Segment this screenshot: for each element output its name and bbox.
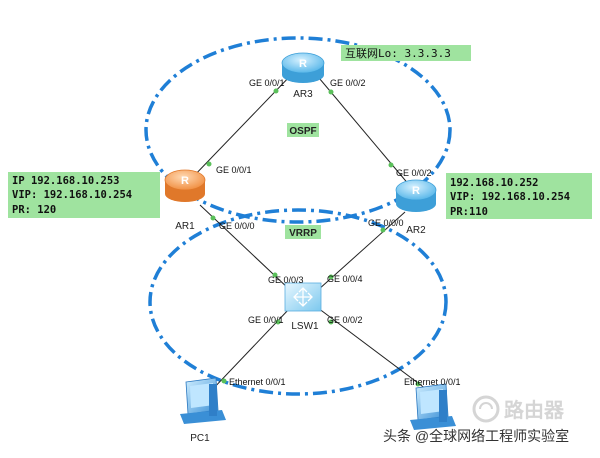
lsw1-label: LSW1 [291, 321, 319, 332]
ar3-router-icon[interactable]: R [281, 52, 325, 83]
pc2-computer-icon[interactable] [410, 383, 456, 430]
link-lsw1-pc2 [317, 307, 431, 393]
watermark-credit: 头条 @全球网络工程师实验室 [383, 428, 569, 444]
port-label-ar3-g1: GE 0/0/1 [249, 78, 285, 88]
port-label-ar3-g2: GE 0/0/2 [330, 78, 366, 88]
port-dot [380, 227, 386, 233]
ar2-info-box: 192.168.10.252 VIP: 192.168.10.254 PR:11… [446, 173, 592, 219]
port-label-lsw-g4: GE 0/0/4 [327, 274, 363, 284]
port-label-ar2-g2: GE 0/0/2 [396, 168, 432, 178]
svg-text:互联网Lo: 3.3.3.3: 互联网Lo: 3.3.3.3 [345, 47, 451, 60]
port-dot [328, 89, 334, 95]
port-dot [273, 88, 279, 94]
ospf-area-label: OSPF [287, 123, 319, 137]
ar2-router-icon[interactable]: R [395, 179, 437, 212]
ar2-vip-text: VIP: 192.168.10.254 [450, 191, 570, 203]
port-label-lsw-g3: GE 0/0/3 [268, 275, 304, 285]
svg-text:OSPF: OSPF [289, 126, 316, 137]
ar1-label: AR1 [175, 221, 195, 232]
vrrp-area-label: VRRP [285, 225, 321, 239]
port-dot [275, 319, 281, 325]
port-dot [272, 272, 278, 278]
port-label-lsw-g2: GE 0/0/2 [327, 315, 363, 325]
ar3-label: AR3 [293, 89, 313, 100]
ar1-ip-text: IP 192.168.10.253 [12, 175, 119, 187]
ar1-info-box: IP 192.168.10.253 VIP: 192.168.10.254 PR… [8, 172, 160, 218]
vrrp-area-ellipse [148, 208, 448, 396]
pc1-label: PC1 [190, 433, 210, 444]
internet-loopback-label: 互联网Lo: 3.3.3.3 [341, 45, 471, 61]
pc1-computer-icon[interactable] [180, 377, 226, 424]
port-label-lsw-g1: GE 0/0/1 [248, 315, 284, 325]
ar1-vip-text: VIP: 192.168.10.254 [12, 189, 132, 201]
watermark-logo: 路由器 [472, 395, 565, 423]
lsw1-switch-icon[interactable] [284, 282, 322, 312]
port-label-ar2-g0: GE 0/0/0 [368, 218, 404, 228]
port-dot [328, 319, 334, 325]
port-label-pc2-eth: Ethernet 0/0/1 [404, 377, 461, 387]
port-dot [388, 162, 394, 168]
port-label-ar1-g0: GE 0/0/0 [219, 221, 255, 231]
port-label-ar1-g1: GE 0/0/1 [216, 165, 252, 175]
port-dot [210, 215, 216, 221]
svg-text:R: R [299, 58, 307, 70]
ar2-ip-text: 192.168.10.252 [450, 177, 539, 189]
ar1-router-icon[interactable]: R [164, 169, 206, 202]
ar2-label: AR2 [406, 225, 426, 236]
svg-text:R: R [181, 175, 189, 187]
svg-text:路由器: 路由器 [504, 398, 565, 422]
port-dot [221, 378, 227, 384]
ospf-area-ellipse [144, 36, 452, 224]
ar2-pr-text: PR:110 [450, 206, 488, 218]
link-ar3-ar1 [189, 71, 295, 181]
port-dot [415, 381, 421, 387]
ar1-pr-text: PR: 120 [12, 204, 56, 216]
port-label-pc1-eth: Ethernet 0/0/1 [229, 377, 286, 387]
port-dot [206, 161, 212, 167]
svg-text:R: R [412, 185, 420, 197]
port-dot [328, 274, 334, 280]
svg-text:VRRP: VRRP [289, 228, 317, 239]
